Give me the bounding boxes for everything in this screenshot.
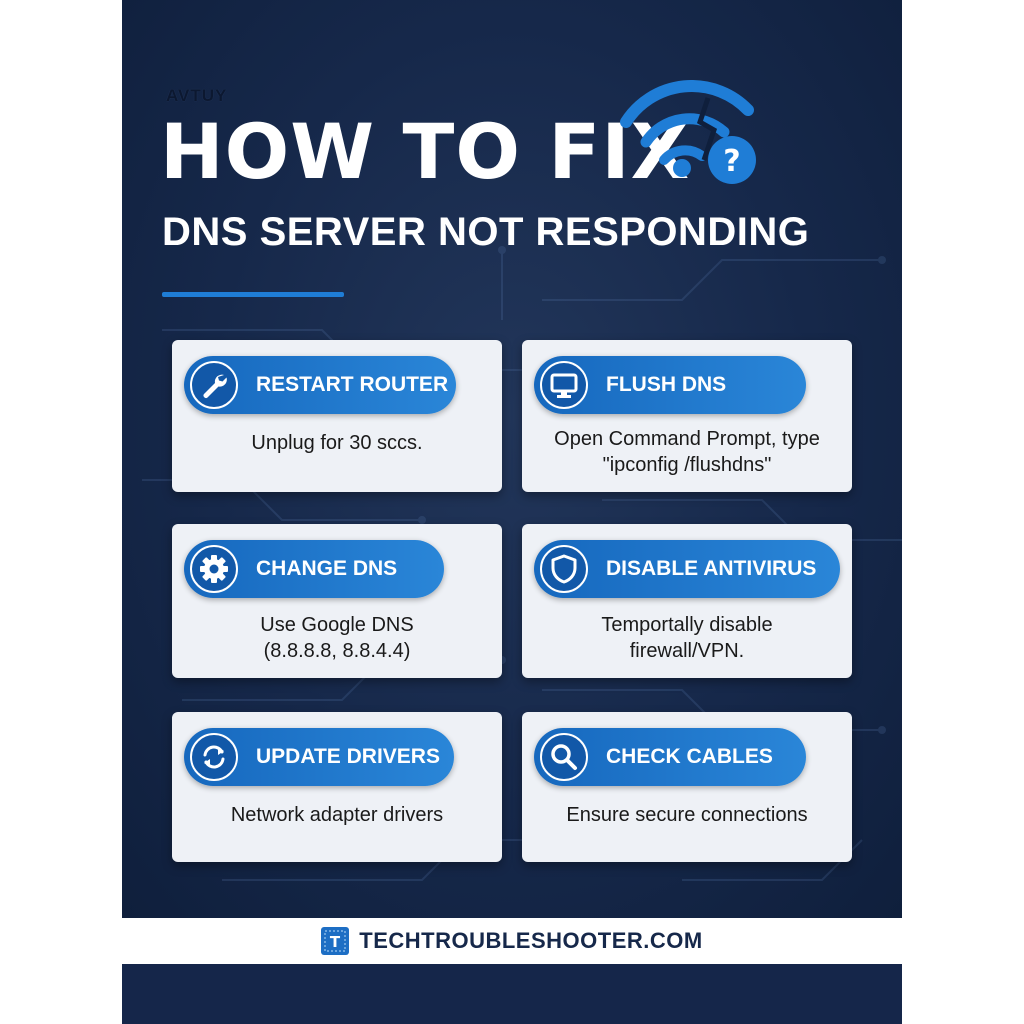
card-check-cables: CHECK CABLES Ensure secure connections [522, 712, 852, 862]
wifi-question-icon: ? [620, 80, 756, 184]
card-title: CHECK CABLES [606, 745, 773, 768]
search-icon [540, 733, 588, 781]
card-title: CHANGE DNS [256, 557, 398, 580]
card-description: Temportally disable firewall/VPN. [601, 614, 773, 662]
card-header: UPDATE DRIVERS [184, 728, 454, 786]
monitor-icon [540, 361, 588, 409]
site-url[interactable]: TECHTROUBLESHOOTER.COM [359, 928, 703, 953]
bottom-band [122, 964, 902, 1024]
header-kicker: AVTUY [166, 86, 228, 105]
page-subtitle: DNS SERVER NOT RESPONDING [162, 210, 810, 254]
card-title: RESTART ROUTER [256, 373, 449, 396]
shield-icon [540, 545, 588, 593]
card-restart-router: RESTART ROUTER Unplug for 30 sccs. [172, 340, 502, 492]
footer: T TECHTROUBLESHOOTER.COM [0, 918, 1024, 964]
poster: AVTUY HOW TO FIX ? DNS SERVER NOT RESPON… [122, 0, 902, 918]
card-header: CHANGE DNS [184, 540, 444, 598]
card-header: RESTART ROUTER [184, 356, 456, 414]
refresh-icon [190, 733, 238, 781]
site-logo-letter: T [330, 933, 341, 951]
wrench-icon [190, 361, 238, 409]
card-description: Ensure secure connections [566, 804, 808, 826]
card-update-drivers: UPDATE DRIVERS Network adapter drivers [172, 712, 502, 862]
svg-text:?: ? [723, 144, 740, 179]
page-title: HOW TO FIX [160, 107, 691, 196]
card-description: Use Google DNS (8.8.8.8, 8.8.4.4) [260, 614, 414, 662]
card-flush-dns: FLUSH DNS Open Command Prompt, type "ipc… [522, 340, 852, 492]
card-header: DISABLE ANTIVIRUS [534, 540, 840, 598]
site-logo-icon: T [321, 927, 350, 955]
card-description: Unplug for 30 sccs. [251, 432, 423, 454]
card-change-dns: CHANGE DNS Use Google DNS (8.8.8.8, 8.8.… [172, 524, 502, 678]
card-header: CHECK CABLES [534, 728, 806, 786]
card-description: Network adapter drivers [230, 804, 444, 826]
gear-icon [190, 545, 238, 593]
card-disable-antivirus: DISABLE ANTIVIRUS Temportally disable fi… [522, 524, 852, 678]
card-header: FLUSH DNS [534, 356, 806, 414]
card-title: DISABLE ANTIVIRUS [606, 557, 817, 580]
card-title: UPDATE DRIVERS [256, 745, 440, 768]
card-description: Open Command Prompt, type "ipconfig /flu… [554, 428, 820, 476]
title-underline [162, 292, 344, 297]
card-title: FLUSH DNS [606, 373, 727, 396]
